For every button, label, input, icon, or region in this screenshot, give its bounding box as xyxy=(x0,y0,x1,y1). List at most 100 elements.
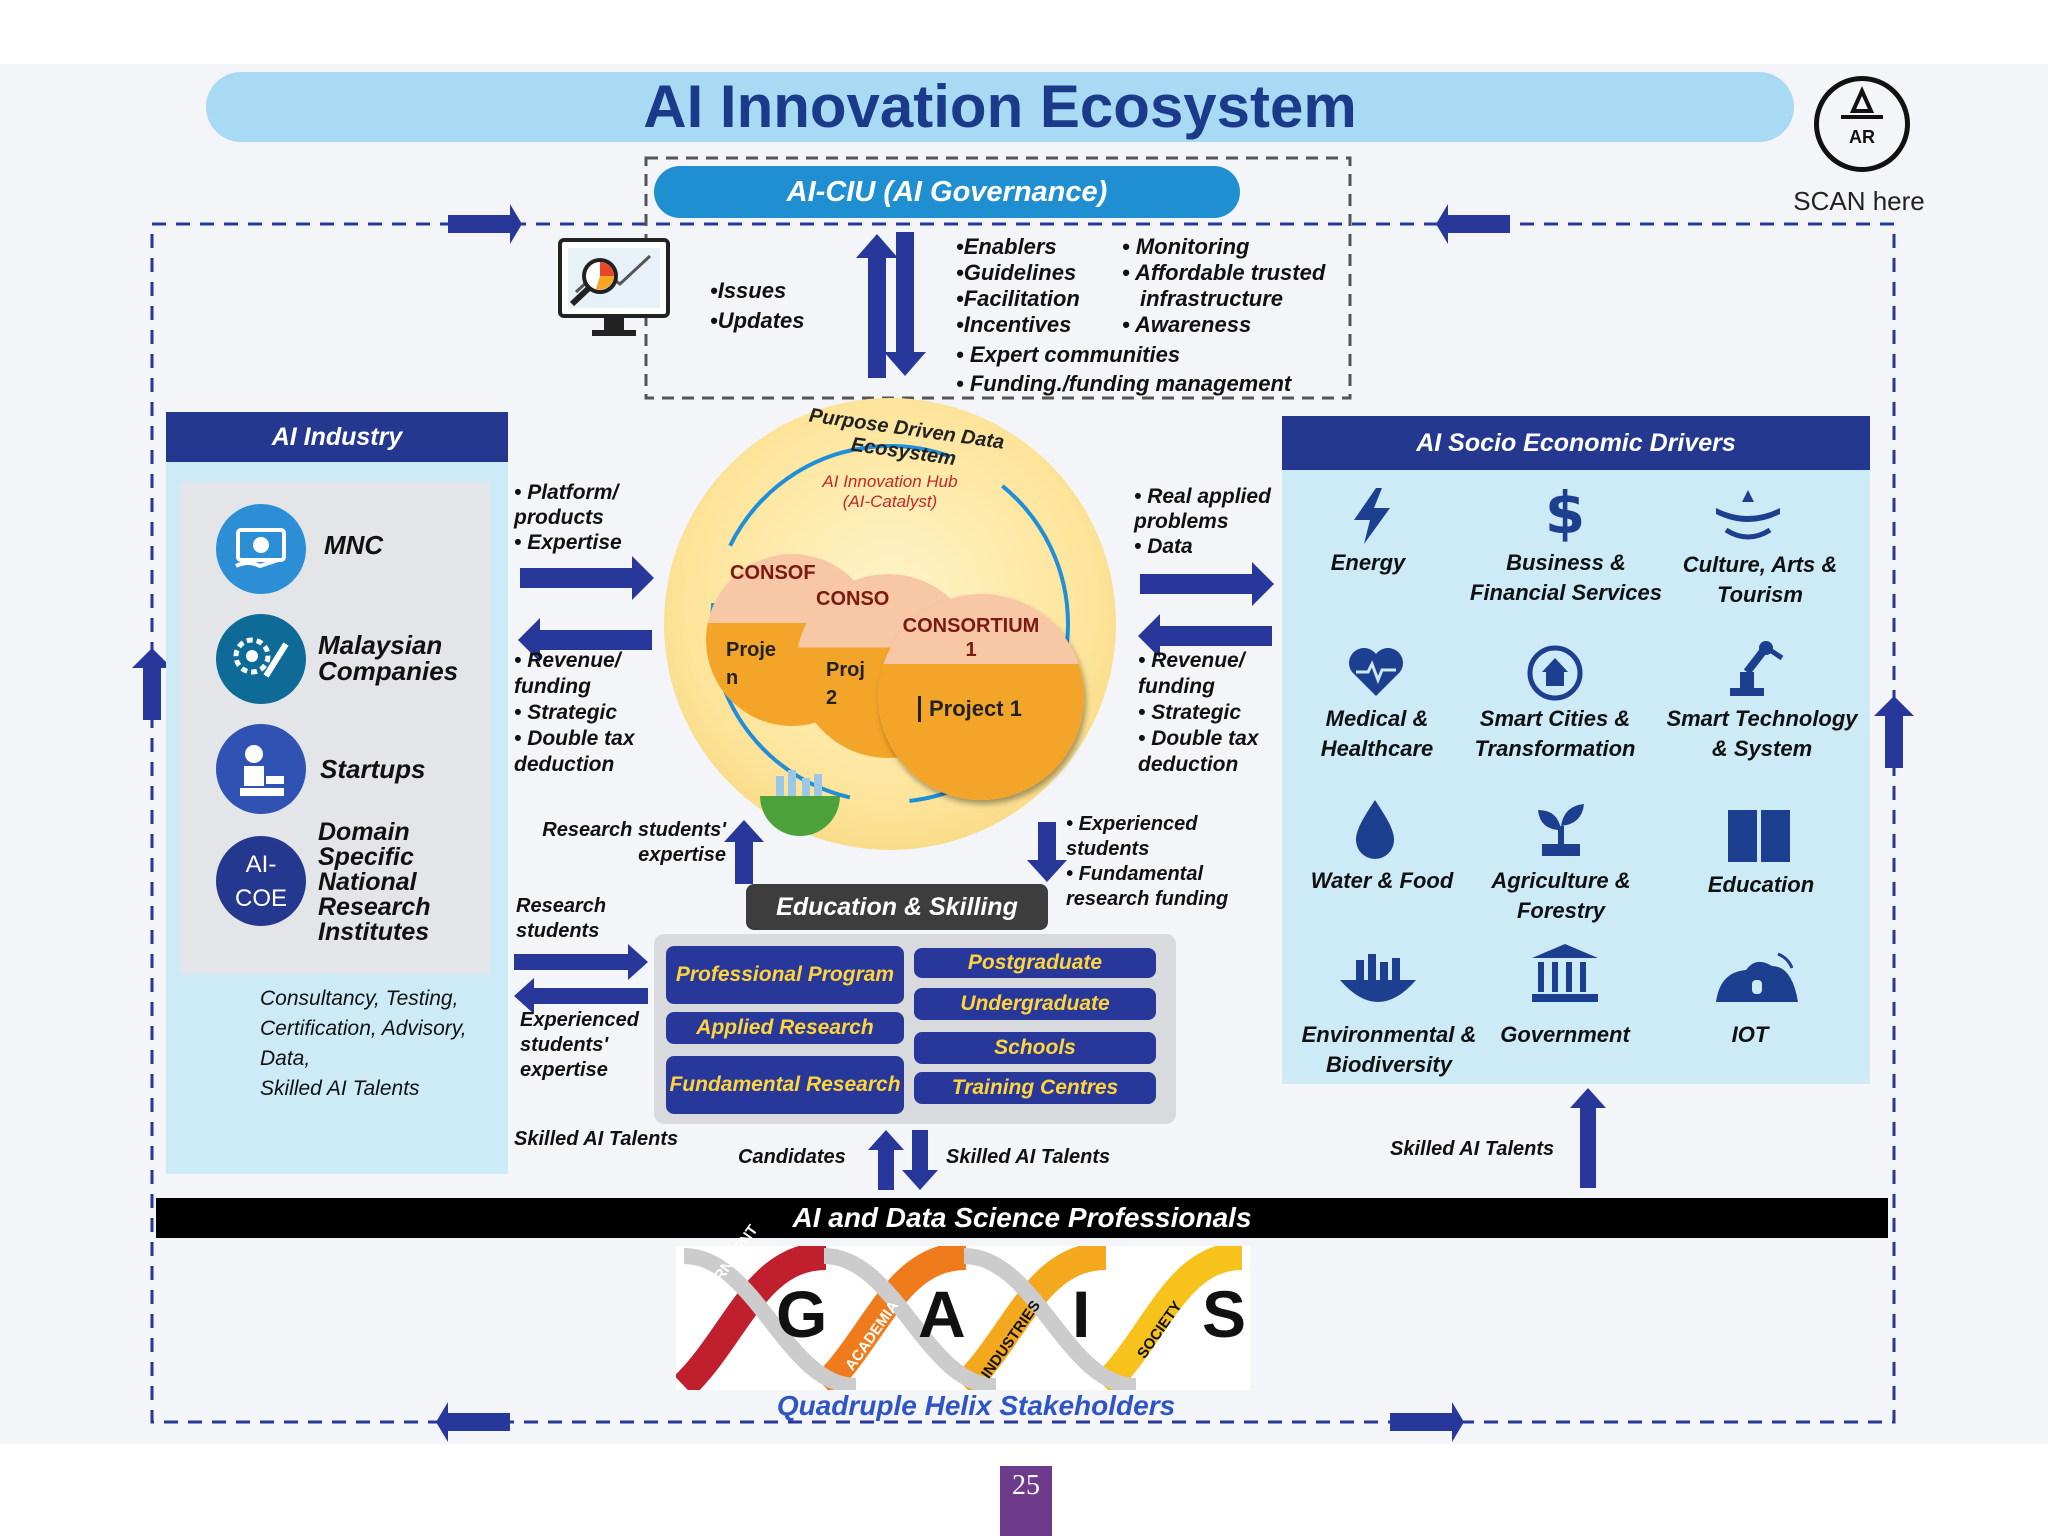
industry-header: AI Industry xyxy=(166,412,508,462)
flow-fundamental-funding: Fundamental research funding xyxy=(1066,863,1229,910)
services-line-1: Consultancy, Testing, xyxy=(260,987,459,1010)
research-expertise-label: Research students' expertise xyxy=(542,819,726,866)
industry-malaysian: Malaysian Companies xyxy=(318,630,459,686)
frame-arrow-bottom-left xyxy=(436,1402,510,1442)
flow-revenue-left: Revenue/ funding xyxy=(514,649,621,698)
driver-water: Water & Food xyxy=(1310,868,1454,893)
book-icon xyxy=(1728,810,1790,862)
gov-facilitation: Facilitation xyxy=(956,286,1080,312)
governance-header: AI-CIU (AI Governance) xyxy=(654,166,1240,218)
education-header: Education & Skilling xyxy=(746,884,1048,930)
hub-label: AI Innovation Hub (AI-Catalyst) xyxy=(780,472,1000,512)
project-n-label: Proje n xyxy=(726,639,777,689)
ai-coe-label: AI- COE xyxy=(234,851,287,912)
gais-helix: G A I S GOVERNMENT ACADEMIA INDUSTRIES S… xyxy=(674,1222,1250,1397)
flow-right-out: • Revenue/ funding • Strategic • Double … xyxy=(1138,649,1259,776)
helix-ribbons xyxy=(674,1242,1243,1397)
frame-arrow-right-up xyxy=(1874,696,1914,768)
industry-startups: Startups xyxy=(320,754,426,784)
helix-letter-a: A xyxy=(918,1277,966,1351)
frame-arrow-top-right xyxy=(1436,204,1510,244)
arrow-skilled-right-up xyxy=(1570,1088,1606,1188)
hub-line-1: AI Innovation Hub xyxy=(822,472,958,491)
helix-caption: Quadruple Helix Stakeholders xyxy=(776,1390,1176,1421)
frame-arrow-left-up xyxy=(132,648,172,720)
edu-undergraduate: Undergraduate xyxy=(914,988,1156,1020)
flow-problems: Real applied problems xyxy=(1134,485,1271,533)
gov-expert: Expert communities xyxy=(969,342,1181,367)
services-line-3: Data, xyxy=(260,1047,311,1070)
flow-experienced-students: Experienced students xyxy=(1066,813,1198,860)
gov-arrow-down xyxy=(884,232,926,376)
driver-business: Business & Financial Services xyxy=(1470,550,1662,605)
consortium-label-1: CONSORTIUM 1 xyxy=(896,614,1046,662)
consortium-label-2: CONSO xyxy=(816,588,890,610)
flow-strategic-left: Strategic xyxy=(527,701,618,724)
research-students-label: Research students xyxy=(516,895,607,942)
drivers-header: AI Socio Economic Drivers xyxy=(1282,416,1870,470)
edu-professional-program: Professional Program xyxy=(666,946,904,1004)
malaysian-companies-icon xyxy=(216,614,306,704)
consortium-1-num: 1 xyxy=(965,639,977,661)
flow-platform: Platform/ products xyxy=(514,481,619,529)
edu-applied-research: Applied Research xyxy=(666,1012,904,1044)
heart-icon xyxy=(1349,648,1403,696)
helix-letter-s: S xyxy=(1202,1277,1247,1351)
driver-medical: Medical & Healthcare xyxy=(1320,706,1434,761)
flow-strategic-right: Strategic xyxy=(1151,701,1242,724)
lightning-icon xyxy=(1354,488,1390,544)
skilled-mid-label: Skilled AI Talents xyxy=(946,1146,1111,1168)
driver-smart-cities: Smart Cities & Transformation xyxy=(1474,706,1636,761)
gov-affordable: Affordable trusted xyxy=(1135,260,1326,285)
driver-government: Government xyxy=(1500,1022,1630,1047)
governance-bottom: • Expert communities • Funding./funding … xyxy=(956,342,1292,396)
arrow-to-industry xyxy=(518,618,652,662)
driver-education: Education xyxy=(1707,872,1815,897)
governance-left-list: Issues Updates xyxy=(710,276,805,336)
governance-col2: • Monitoring • Affordable trusted infras… xyxy=(1122,234,1326,337)
globe-city-icon xyxy=(756,770,844,840)
title-bar xyxy=(206,72,1794,142)
arrow-center-down xyxy=(1027,822,1067,882)
driver-environment: Environmental & Biodiversity xyxy=(1301,1022,1477,1077)
robot-arm-icon xyxy=(1730,641,1784,696)
water-icon xyxy=(1356,800,1394,859)
skilled-right-label: Skilled AI Talents xyxy=(1390,1138,1555,1160)
gov-monitoring: Monitoring xyxy=(1135,234,1250,259)
outer-dashed-frame xyxy=(150,222,1896,1424)
driver-iot: IOT xyxy=(1731,1022,1769,1047)
arrow-candidates-up xyxy=(868,1130,904,1190)
driver-culture: Culture, Arts & Tourism xyxy=(1682,552,1838,607)
flow-revenue-right: Revenue/ funding xyxy=(1138,649,1245,698)
government-icon xyxy=(1532,944,1598,1002)
edu-fundamental-research: Fundamental Research xyxy=(666,1056,904,1114)
page-title: AI Innovation Ecosystem xyxy=(643,73,1357,140)
governance-col1: Enablers Guidelines Facilitation Incenti… xyxy=(956,234,1080,338)
gov-infrastructure: infrastructure xyxy=(1140,286,1284,311)
mnc-icon xyxy=(216,504,306,594)
flow-tax-right: Double tax deduction xyxy=(1138,727,1259,776)
arrow-to-drivers xyxy=(1140,562,1274,606)
startups-icon xyxy=(216,724,306,814)
skilled-left-label: Skilled AI Talents xyxy=(514,1128,679,1150)
arrow-edu-up xyxy=(724,820,764,884)
gov-arrow-up xyxy=(856,234,898,378)
edu-training-centres: Training Centres xyxy=(914,1072,1156,1104)
page-number: 25 xyxy=(1000,1466,1052,1536)
consortium-label-n: CONSOF xyxy=(730,562,816,584)
industry-services: Consultancy, Testing, Certification, Adv… xyxy=(260,984,500,1104)
driver-agriculture: Agriculture & Forestry xyxy=(1491,868,1631,923)
ar-tripod-icon xyxy=(1841,86,1883,119)
arrow-to-center-top xyxy=(520,556,654,600)
arrow-to-industry-lower xyxy=(514,978,648,1014)
flow-left-out: • Platform/ products • Expertise xyxy=(514,481,622,554)
frame-arrow-bottom-right xyxy=(1390,1402,1464,1442)
gov-updates: Updates xyxy=(710,306,805,336)
professionals-bar: AI and Data Science Professionals xyxy=(156,1198,1888,1238)
ar-logo-text: AR xyxy=(1849,127,1875,147)
project-2-label: Proj 2 xyxy=(826,659,865,709)
ar-logo[interactable]: AR xyxy=(1814,76,1910,172)
arrow-to-center-right xyxy=(1138,614,1272,658)
edu-schools: Schools xyxy=(914,1032,1156,1064)
ai-coe-badge xyxy=(216,836,306,926)
